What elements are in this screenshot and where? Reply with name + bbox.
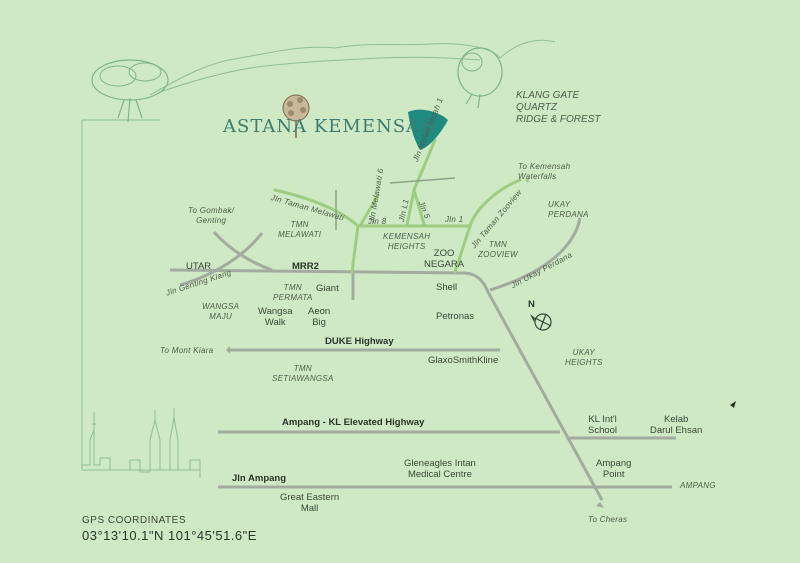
mrr2-label: MRR2 xyxy=(292,261,319,272)
north-indicator-label: N xyxy=(528,299,535,310)
right-tree-icon xyxy=(457,47,503,109)
gleneagles-label: Gleneagles Intan Medical Centre xyxy=(404,458,476,480)
gps-coordinates-title: GPS COORDINATES xyxy=(82,515,186,526)
klang-gate-label: KLANG GATE QUARTZ RIDGE & FOREST xyxy=(516,90,601,125)
kl-skyline-illustration xyxy=(81,408,201,478)
brand-name: ASTANA KEMENSAH xyxy=(223,116,437,137)
glaxosmithkline-label: GlaxoSmithKline xyxy=(428,355,499,366)
astana-kemensah-site xyxy=(408,109,448,150)
jln-genting-klang-road xyxy=(179,232,264,287)
waterfalls-arrow xyxy=(525,176,530,183)
jln-melati-indah-road xyxy=(412,138,437,192)
ampang-label: AMPANG xyxy=(680,481,716,490)
gps-coordinates-value: 03°13'10.1"N 101°45'51.6"E xyxy=(82,528,257,543)
petronas-label: Petronas xyxy=(436,311,475,322)
jln-8-label: Jln 8 xyxy=(368,217,387,226)
ampang-kl-elevated-highway-label: Ampang - KL Elevated Highway xyxy=(282,417,425,428)
jln-5-road xyxy=(412,188,426,226)
utar-label: UTAR xyxy=(186,261,212,272)
great-eastern-mall-label: Great Eastern Mall xyxy=(280,492,340,514)
klang-gate-ridge-illustration xyxy=(81,39,556,465)
duke-highway-label: DUKE Highway xyxy=(325,336,394,347)
tmn-zooview-label: TMN ZOOVIEW xyxy=(478,240,518,259)
tmn-setiawangsa-label: TMN SETIAWANGSA xyxy=(272,364,334,383)
jln-melawati-6-road xyxy=(358,193,380,228)
mrr2-road xyxy=(169,268,604,501)
to-kemensah-waterfalls-label: To Kemensah Waterfalls xyxy=(518,162,571,181)
astana-kemensah-logo-tree xyxy=(282,94,310,138)
local-roads-thin xyxy=(335,177,456,230)
aeon-big-label: Aeon Big xyxy=(308,306,331,328)
shell-label: Shell xyxy=(436,282,458,293)
to-gombak-genting-label: To Gombak/ Genting xyxy=(188,206,235,225)
kl-intl-school-label: KL Int'l School xyxy=(588,414,618,436)
taman-melawati-road xyxy=(273,188,360,274)
ampang-point-label: Ampang Point xyxy=(596,458,632,480)
mont-kiara-arrow xyxy=(226,346,230,354)
ukay-heights-label: UKAY HEIGHTS xyxy=(565,348,603,367)
tmn-permata-label: TMN PERMATA xyxy=(273,283,313,302)
main-roads xyxy=(169,217,676,501)
to-cheras-label: To Cheras xyxy=(588,515,628,524)
tmn-melawati-label: TMN MELAWATI xyxy=(278,220,322,239)
jln-l1-road xyxy=(405,188,416,227)
jln-1-label: Jln 1 xyxy=(445,215,464,224)
kelab-darul-ehsan-label: Kelab Darul Ehsan xyxy=(650,414,703,436)
left-tree-icon xyxy=(91,59,169,123)
north-compass xyxy=(530,313,552,331)
zoo-negara-label: ZOO NEGARA xyxy=(424,248,465,270)
wangsa-walk-label: Wangsa Walk xyxy=(258,306,293,328)
to-cheras-arrow xyxy=(596,502,604,508)
zoo-connector-road xyxy=(453,224,472,274)
local-roads xyxy=(273,138,522,274)
map-corner-mark xyxy=(730,401,736,408)
wangsa-maju-label: WANGSA MAJU xyxy=(202,302,240,321)
jln-taman-zooview-road xyxy=(468,178,522,228)
ukay-perdana-label: UKAY PERDANA xyxy=(548,200,589,219)
giant-label: Giant xyxy=(316,283,339,294)
jln-ukay-perdana-road xyxy=(489,217,582,292)
kemensah-heights-label: KEMENSAH HEIGHTS xyxy=(383,232,431,251)
jln-ampang-label: Jln Ampang xyxy=(232,473,287,484)
to-mont-kiara-label: To Mont Kiara xyxy=(160,346,214,355)
